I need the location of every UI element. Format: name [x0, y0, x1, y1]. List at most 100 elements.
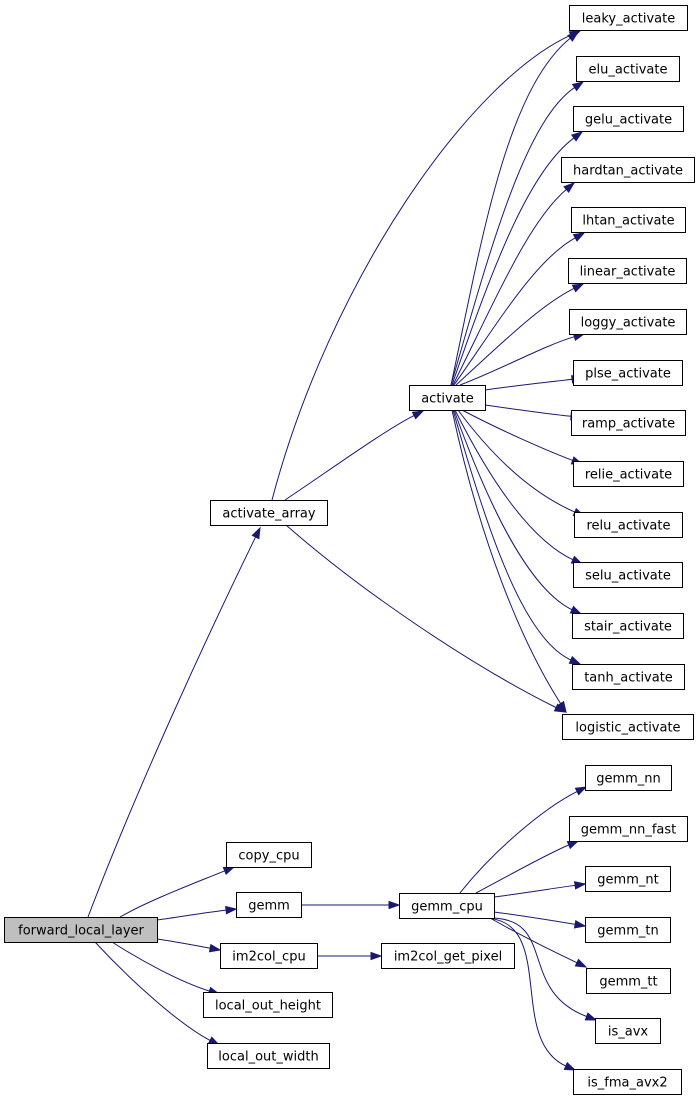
node-gemm[interactable]: gemm: [236, 892, 302, 918]
edge-line: [493, 911, 577, 926]
node-label: stair_activate: [584, 620, 672, 635]
node-box: [574, 512, 683, 538]
arrowhead: [571, 283, 585, 293]
node-gelu-activate[interactable]: gelu_activate: [573, 106, 684, 132]
node-box: [573, 106, 684, 132]
node-stair-activate[interactable]: stair_activate: [572, 613, 684, 639]
edge-line: [451, 136, 576, 386]
arrowhead: [568, 655, 582, 665]
node-tanh-activate[interactable]: tanh_activate: [572, 664, 685, 690]
node-local-out-width[interactable]: local_out_width: [207, 1043, 330, 1069]
node-selu-activate[interactable]: selu_activate: [573, 562, 683, 588]
node-loggy-activate[interactable]: loggy_activate: [569, 309, 687, 335]
node-box: [562, 714, 694, 740]
node-is-fma-avx2[interactable]: is_fma_avx2: [573, 1069, 682, 1095]
node-im2col-cpu[interactable]: im2col_cpu: [220, 943, 318, 969]
node-label: ramp_activate: [582, 417, 675, 432]
node-label: gemm_nn_fast: [581, 823, 676, 838]
node-box: [585, 765, 672, 791]
edge-line: [457, 409, 576, 513]
node-box: [220, 943, 318, 969]
edge-activate-to-lhtan_activate: [453, 232, 586, 386]
node-label: gemm_tt: [599, 975, 657, 990]
edge-line: [484, 378, 574, 391]
node-label: tanh_activate: [584, 671, 673, 686]
node-leaky-activate[interactable]: leaky_activate: [569, 5, 688, 31]
node-label: forward_local_layer: [18, 924, 144, 939]
node-activate-array[interactable]: activate_array: [210, 500, 328, 526]
edge-line: [284, 414, 416, 501]
node-lhtan-activate[interactable]: lhtan_activate: [571, 207, 686, 233]
node-linear-activate[interactable]: linear_activate: [568, 258, 687, 284]
edge-line: [119, 869, 226, 918]
edge-activate_array-to-leaky_activate: [271, 30, 582, 501]
arrowhead: [563, 1061, 577, 1071]
arrowhead: [574, 958, 588, 968]
node-gemm-nt[interactable]: gemm_nt: [585, 866, 671, 892]
node-box: [585, 917, 671, 943]
node-box: [203, 992, 333, 1018]
node-relie-activate[interactable]: relie_activate: [573, 461, 684, 487]
node-gemm-nn[interactable]: gemm_nn: [585, 765, 672, 791]
node-gemm-tn[interactable]: gemm_tn: [585, 917, 671, 943]
node-label: hardtan_activate: [573, 164, 683, 179]
node-label: copy_cpu: [238, 849, 299, 864]
arrowhead: [574, 786, 588, 796]
node-logistic-activate[interactable]: logistic_activate: [562, 714, 694, 740]
arrowhead: [566, 840, 580, 850]
edge-line: [271, 34, 572, 501]
node-label: logistic_activate: [575, 721, 680, 736]
edge-forward_local_layer-to-gemm: [156, 905, 238, 921]
node-hardtan-activate[interactable]: hardtan_activate: [561, 157, 695, 183]
arrowhead: [563, 182, 576, 194]
node-elu-activate[interactable]: elu_activate: [576, 56, 680, 82]
edge-activate-to-leaky_activate: [450, 31, 580, 386]
node-ramp-activate[interactable]: ramp_activate: [571, 410, 686, 436]
edge-line: [459, 335, 576, 386]
node-box: [595, 1018, 661, 1044]
node-box: [572, 664, 685, 690]
node-gemm-tt[interactable]: gemm_tt: [586, 968, 671, 994]
function-nodes: forward_local_layer activate_array activat…: [4, 5, 695, 1095]
edge-gemm_cpu-to-is_avx: [484, 917, 598, 1021]
edge-activate-to-linear_activate: [455, 283, 585, 386]
edge-line: [450, 86, 576, 386]
node-is-avx[interactable]: is_avx: [595, 1018, 661, 1044]
node-label: gemm: [248, 899, 290, 914]
node-label: linear_activate: [580, 265, 676, 280]
node-copy-cpu[interactable]: copy_cpu: [226, 842, 312, 868]
node-label: selu_activate: [585, 569, 671, 584]
node-im2col-get-pixel[interactable]: im2col_get_pixel: [381, 943, 515, 969]
edge-activate-to-gelu_activate: [451, 131, 584, 386]
arrowhead: [251, 526, 261, 540]
edge-forward_local_layer-to-activate_array: [87, 526, 261, 918]
edge-line: [452, 409, 572, 661]
node-relu-activate[interactable]: relu_activate: [574, 512, 683, 538]
arrowhead: [208, 943, 222, 953]
node-gemm-cpu[interactable]: gemm_cpu: [399, 893, 495, 919]
node-label: gemm_tn: [597, 924, 658, 939]
node-gemm-nn-fast[interactable]: gemm_nn_fast: [569, 816, 688, 842]
edge-activate-to-selu_activate: [454, 409, 584, 565]
node-plse-activate[interactable]: plse_activate: [573, 360, 683, 386]
call-edges: [87, 30, 598, 1071]
node-label: gemm_nt: [597, 873, 658, 888]
arrowhead: [569, 605, 583, 615]
node-label: activate_array: [222, 507, 315, 522]
node-box: [573, 562, 683, 588]
edge-gemm_cpu-to-gemm_tn: [493, 911, 587, 929]
node-box: [571, 410, 686, 436]
node-box: [381, 943, 515, 969]
edge-line: [489, 917, 579, 964]
edge-gemm_cpu-to-is_fma_avx2: [479, 917, 577, 1071]
node-local-out-height[interactable]: local_out_height: [203, 992, 333, 1018]
edge-line: [493, 884, 577, 898]
node-label: local_out_height: [215, 999, 321, 1014]
node-box: [226, 842, 312, 868]
edge-line: [459, 790, 579, 894]
node-label: im2col_get_pixel: [394, 950, 502, 965]
arrowhead: [573, 920, 587, 929]
node-forward-local-layer[interactable]: forward_local_layer: [4, 917, 158, 943]
node-activate[interactable]: activate: [409, 385, 486, 411]
edge-activate-to-hardtan_activate: [452, 182, 576, 386]
